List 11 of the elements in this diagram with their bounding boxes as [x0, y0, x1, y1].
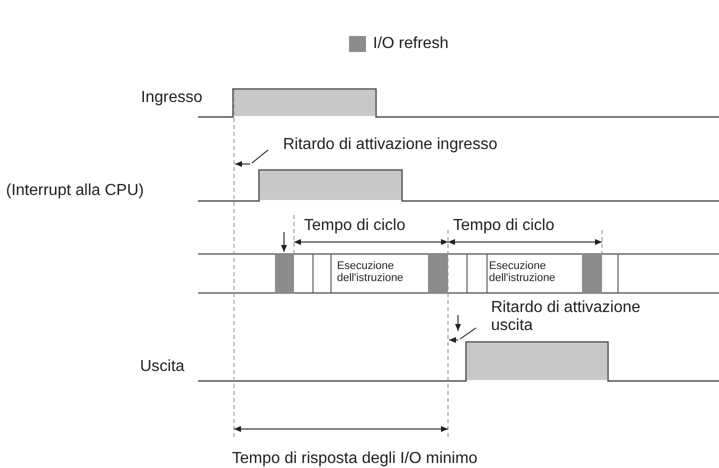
phase-label: Esecuzione dell'istruzione [337, 260, 404, 284]
annotation: Ritardo di attivazione uscita [491, 299, 642, 335]
dimension-label: Tempo di risposta degli I/O minimo [232, 450, 478, 468]
dimension-label: Tempo di ciclo [304, 217, 406, 235]
phase-label: Esecuzione dell'istruzione [489, 260, 556, 284]
signal-label: Uscita [140, 358, 184, 376]
annotation: Ritardo di attivazione ingresso [283, 136, 498, 154]
signal-label: Ingresso [141, 89, 202, 107]
signal-label: (Interrupt alla CPU) [6, 182, 144, 200]
legend-label: I/O refresh [373, 35, 449, 53]
dimension-label: Tempo di ciclo [453, 217, 554, 235]
